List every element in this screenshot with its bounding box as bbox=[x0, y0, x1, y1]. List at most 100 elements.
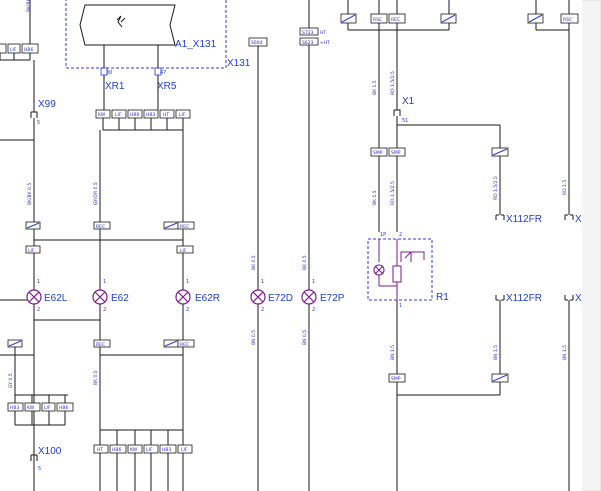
svg-text:HT: HT bbox=[163, 112, 169, 118]
svg-text:1P: 1P bbox=[380, 232, 386, 238]
svg-text:BK 0.5: BK 0.5 bbox=[372, 190, 378, 205]
transistor-icon bbox=[116, 15, 126, 28]
label-x112fr-bot: X112FR bbox=[506, 293, 542, 304]
label-x99: X99 bbox=[38, 99, 56, 110]
svg-text:LIF: LIF bbox=[10, 47, 17, 53]
a1-module-outline bbox=[79, 4, 176, 46]
svg-text:1: 1 bbox=[37, 279, 40, 285]
svg-text:E62R: E62R bbox=[195, 293, 220, 304]
bottom-pin-row: HT HB6 KW LIF HB3 LIF bbox=[93, 444, 193, 454]
svg-text:1: 1 bbox=[312, 279, 315, 285]
svg-text:S623: S623 bbox=[302, 40, 314, 46]
svg-text:BK 1.5: BK 1.5 bbox=[372, 80, 378, 95]
svg-text:SMP: SMP bbox=[373, 150, 383, 156]
xr-pin-row: KW LIF HB6 HB3 HT LIF bbox=[95, 109, 191, 119]
svg-text:HB3: HB3 bbox=[10, 405, 19, 411]
svg-text:RD 1.5/2.5: RD 1.5/2.5 bbox=[493, 176, 499, 200]
svg-text:REC: REC bbox=[391, 17, 400, 23]
middle-tags-row: LIF REC REC LIF bbox=[25, 221, 195, 254]
svg-text:RD 1.5: RD 1.5 bbox=[562, 180, 568, 195]
svg-text:BK/BK 0.5: BK/BK 0.5 bbox=[27, 183, 33, 205]
svg-text:RD 1.5/2.5: RD 1.5/2.5 bbox=[390, 181, 396, 205]
svg-text:BN 1.5: BN 1.5 bbox=[390, 345, 396, 360]
svg-text:S723: S723 bbox=[302, 30, 314, 36]
label-r1: R1 bbox=[436, 292, 449, 303]
svg-text:LIF: LIF bbox=[146, 447, 153, 453]
r1-relay bbox=[373, 239, 425, 300]
svg-text:LIF: LIF bbox=[181, 447, 188, 453]
svg-text:HB6: HB6 bbox=[112, 447, 121, 453]
svg-text:LIF: LIF bbox=[180, 248, 187, 254]
svg-text:2: 2 bbox=[37, 307, 40, 313]
svg-text:REC: REC bbox=[96, 224, 105, 230]
pin-47: 47 bbox=[160, 70, 166, 76]
svg-text:GY/OR 0.5: GY/OR 0.5 bbox=[93, 182, 99, 205]
svg-text:GY 0.5: GY 0.5 bbox=[8, 373, 14, 388]
svg-text:LIF: LIF bbox=[44, 405, 51, 411]
lamp-e62r: 1 2 E62R bbox=[175, 279, 220, 313]
svg-text:1: 1 bbox=[103, 279, 106, 285]
label-x112fr-top: X112FR bbox=[506, 214, 542, 225]
svg-text:E62L: E62L bbox=[44, 293, 68, 304]
label-a1-x131: A1_X131 bbox=[175, 39, 217, 50]
label-x1: X1 bbox=[402, 96, 415, 107]
svg-text:BK 0.5: BK 0.5 bbox=[302, 255, 308, 270]
r1-relay-boundary bbox=[367, 238, 433, 301]
svg-text:KW: KW bbox=[130, 447, 138, 453]
svg-text:E72D: E72D bbox=[268, 293, 293, 304]
svg-text:RSC: RSC bbox=[563, 17, 572, 23]
svg-text:HB6: HB6 bbox=[24, 47, 33, 53]
svg-text:HB6: HB6 bbox=[130, 112, 139, 118]
svg-text:KW: KW bbox=[98, 112, 106, 118]
svg-text:E62: E62 bbox=[111, 293, 129, 304]
svg-text:S604: S604 bbox=[251, 40, 263, 46]
lamp-e72d: 1 2 E72D bbox=[250, 279, 293, 313]
svg-text:1: 1 bbox=[261, 279, 264, 285]
svg-text:SMP: SMP bbox=[391, 376, 401, 382]
svg-text:2: 2 bbox=[186, 307, 189, 313]
svg-text:BN 0.5: BN 0.5 bbox=[302, 330, 308, 345]
svg-text:E72P: E72P bbox=[320, 293, 345, 304]
svg-text:2: 2 bbox=[312, 307, 315, 313]
x131-dashed-boundary bbox=[65, 0, 227, 69]
svg-text:LIF: LIF bbox=[115, 112, 122, 118]
svg-text:HB6: HB6 bbox=[59, 405, 68, 411]
svg-text:RD 1.5/2.5: RD 1.5/2.5 bbox=[390, 71, 396, 95]
svg-text:REC: REC bbox=[180, 224, 189, 230]
svg-text:HB3: HB3 bbox=[146, 112, 155, 118]
svg-text:BN 1.5: BN 1.5 bbox=[562, 345, 568, 360]
svg-text:RSC: RSC bbox=[373, 17, 382, 23]
svg-text:+HT: +HT bbox=[320, 40, 330, 46]
svg-text:KW: KW bbox=[27, 405, 35, 411]
lamp-e72p: 1 2 E72P bbox=[301, 279, 345, 313]
svg-text:2: 2 bbox=[399, 232, 402, 238]
svg-text:5: 5 bbox=[37, 120, 40, 126]
svg-text:HB3: HB3 bbox=[162, 447, 171, 453]
lamp-e62l: 1 2 E62L bbox=[26, 279, 68, 313]
svg-text:REC: REC bbox=[180, 342, 189, 348]
svg-text:5: 5 bbox=[38, 466, 41, 472]
label-xr1: XR1 bbox=[105, 81, 125, 92]
svg-text:LIF: LIF bbox=[28, 248, 35, 254]
label-x-top: X bbox=[575, 214, 582, 225]
svg-text:HT: HT bbox=[320, 30, 326, 36]
svg-text:2: 2 bbox=[103, 307, 106, 313]
svg-text:LIF: LIF bbox=[179, 112, 186, 118]
x100-pin-row: HB3 KW LIF HB6 bbox=[7, 402, 74, 412]
label-x100: X100 bbox=[38, 446, 62, 457]
label-x-bot: X bbox=[575, 293, 582, 304]
svg-text:SMP: SMP bbox=[391, 150, 401, 156]
svg-text:BN 0.5: BN 0.5 bbox=[251, 330, 257, 345]
svg-text:2: 2 bbox=[261, 307, 264, 313]
svg-text:BK/BK: BK/BK bbox=[26, 0, 32, 12]
lamp-e62: 1 2 E62 bbox=[92, 279, 129, 313]
svg-text:HT: HT bbox=[97, 447, 103, 453]
svg-text:1: 1 bbox=[399, 303, 402, 309]
svg-text:BN 1.5: BN 1.5 bbox=[493, 345, 499, 360]
label-xr5: XR5 bbox=[157, 81, 177, 92]
label-x131: X131 bbox=[227, 58, 251, 69]
svg-text:51: 51 bbox=[402, 118, 408, 124]
svg-text:1: 1 bbox=[186, 279, 189, 285]
top-right-tags: RSC REC RSC bbox=[340, 13, 579, 24]
svg-text:BK 0.5: BK 0.5 bbox=[251, 255, 257, 270]
